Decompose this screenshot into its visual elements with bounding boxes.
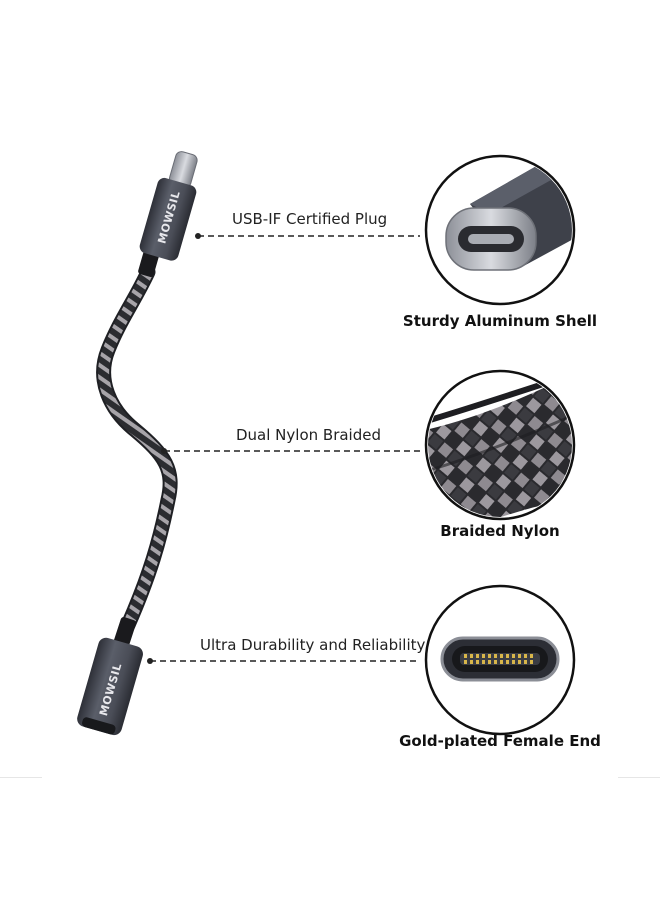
usb-c-cable: MOWSIL MOWSIL <box>77 151 198 736</box>
bottom-divider-left <box>0 777 42 778</box>
detail-circle-nylon <box>424 369 576 521</box>
bottom-strain-relief <box>113 616 137 648</box>
caption-nylon: Braided Nylon <box>440 522 560 540</box>
caption-female-end: Gold-plated Female End <box>399 732 601 750</box>
leader-dot-durability <box>147 658 153 664</box>
callout-durability: Ultra Durability and Reliability <box>200 636 426 654</box>
gold-pins <box>464 654 533 664</box>
detail-circle-shell <box>424 154 576 306</box>
nylon-braid-closeup <box>428 380 572 517</box>
top-connector-housing <box>139 177 197 261</box>
bottom-connector-housing <box>77 637 143 736</box>
leader-dot-braided <box>161 448 167 454</box>
detail-circle-female-end <box>424 584 576 736</box>
leader-lines <box>150 235 420 662</box>
callout-plug: USB-IF Certified Plug <box>232 210 388 228</box>
callout-braided: Dual Nylon Braided <box>236 426 381 444</box>
caption-shell: Sturdy Aluminum Shell <box>402 312 598 330</box>
female-port-opening <box>81 717 116 735</box>
leader-dot-plug <box>195 233 201 239</box>
bottom-divider-right <box>618 777 660 778</box>
